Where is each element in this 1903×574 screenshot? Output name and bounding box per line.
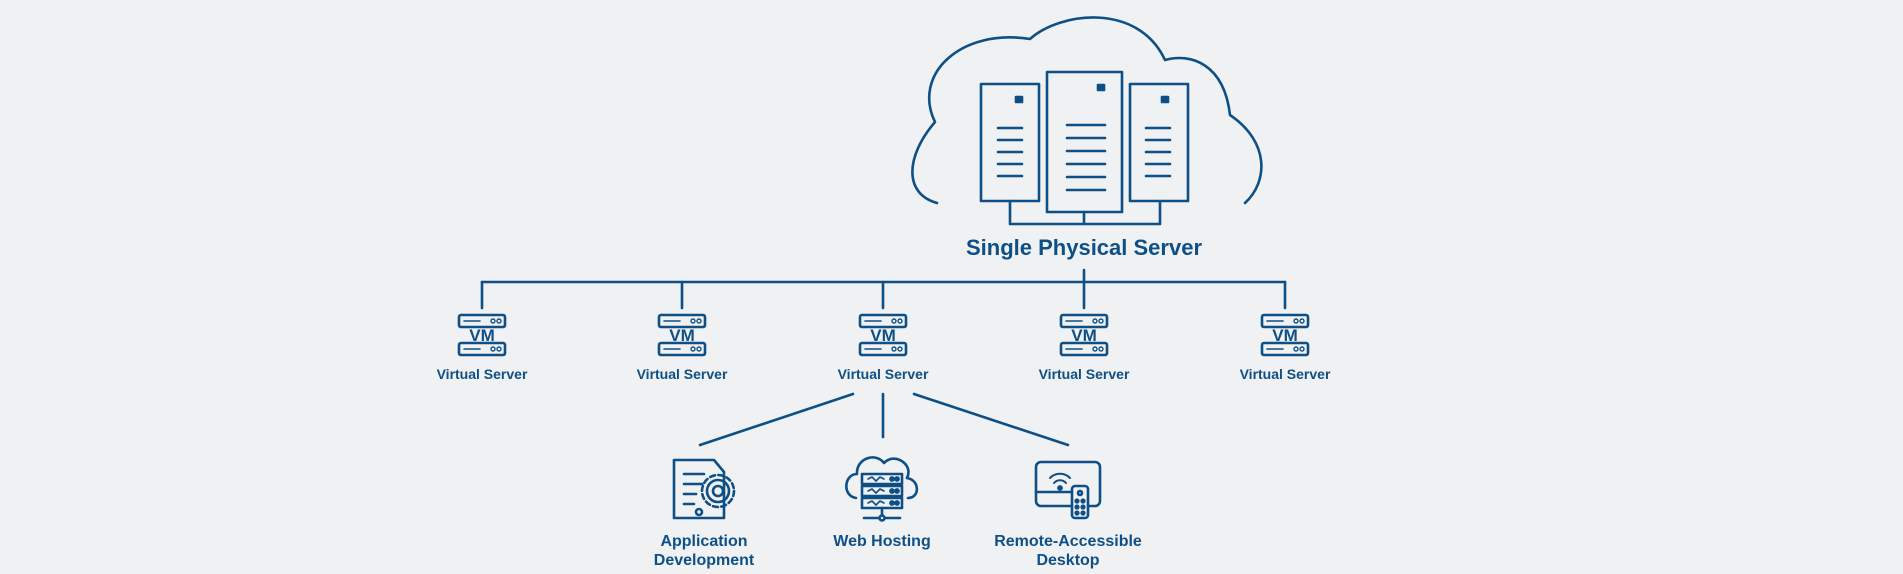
rack-connector: [1008, 199, 1162, 226]
virtual-server-label: Virtual Server: [637, 366, 728, 382]
vm-badge-text: VM: [469, 326, 495, 345]
vm-label-layer: Virtual Server Virtual Server Virtual Serv…: [437, 366, 1331, 382]
use-case-connector: [698, 392, 1070, 447]
vm-server-icon: VM: [1059, 313, 1109, 357]
server-rack-center: [1045, 70, 1124, 214]
virtual-server-label: Virtual Server: [1039, 366, 1130, 382]
cloud-outline: [911, 16, 1263, 205]
vm-server-icon: VM: [457, 313, 507, 357]
use-case-label: Web Hosting: [833, 533, 930, 550]
main-server-label: Single Physical Server: [966, 235, 1202, 260]
vm-server-icon: VM: [1260, 313, 1310, 357]
vm-badge-text: VM: [1272, 326, 1298, 345]
server-tree-connector: [480, 268, 1287, 310]
virtual-server-label: Virtual Server: [1240, 366, 1331, 382]
cloud-server-icon: [845, 456, 919, 522]
document-gear-icon: [672, 458, 736, 520]
vm-server-icon: VM: [858, 313, 908, 357]
virtual-server-label: Virtual Server: [838, 366, 929, 382]
server-rack-right: [1128, 82, 1190, 203]
cloud-server-illustration: [911, 16, 1263, 226]
vm-server-icon: VM: [657, 313, 707, 357]
vm-badge-text: VM: [669, 326, 695, 345]
server-rack-left: [979, 82, 1041, 203]
vm-icon-layer: VM VM VM VM VM: [457, 313, 1310, 357]
virtual-server-label: Virtual Server: [437, 366, 528, 382]
vm-badge-text: VM: [870, 326, 896, 345]
monitor-remote-icon: [1034, 460, 1102, 520]
vm-badge-text: VM: [1071, 326, 1097, 345]
